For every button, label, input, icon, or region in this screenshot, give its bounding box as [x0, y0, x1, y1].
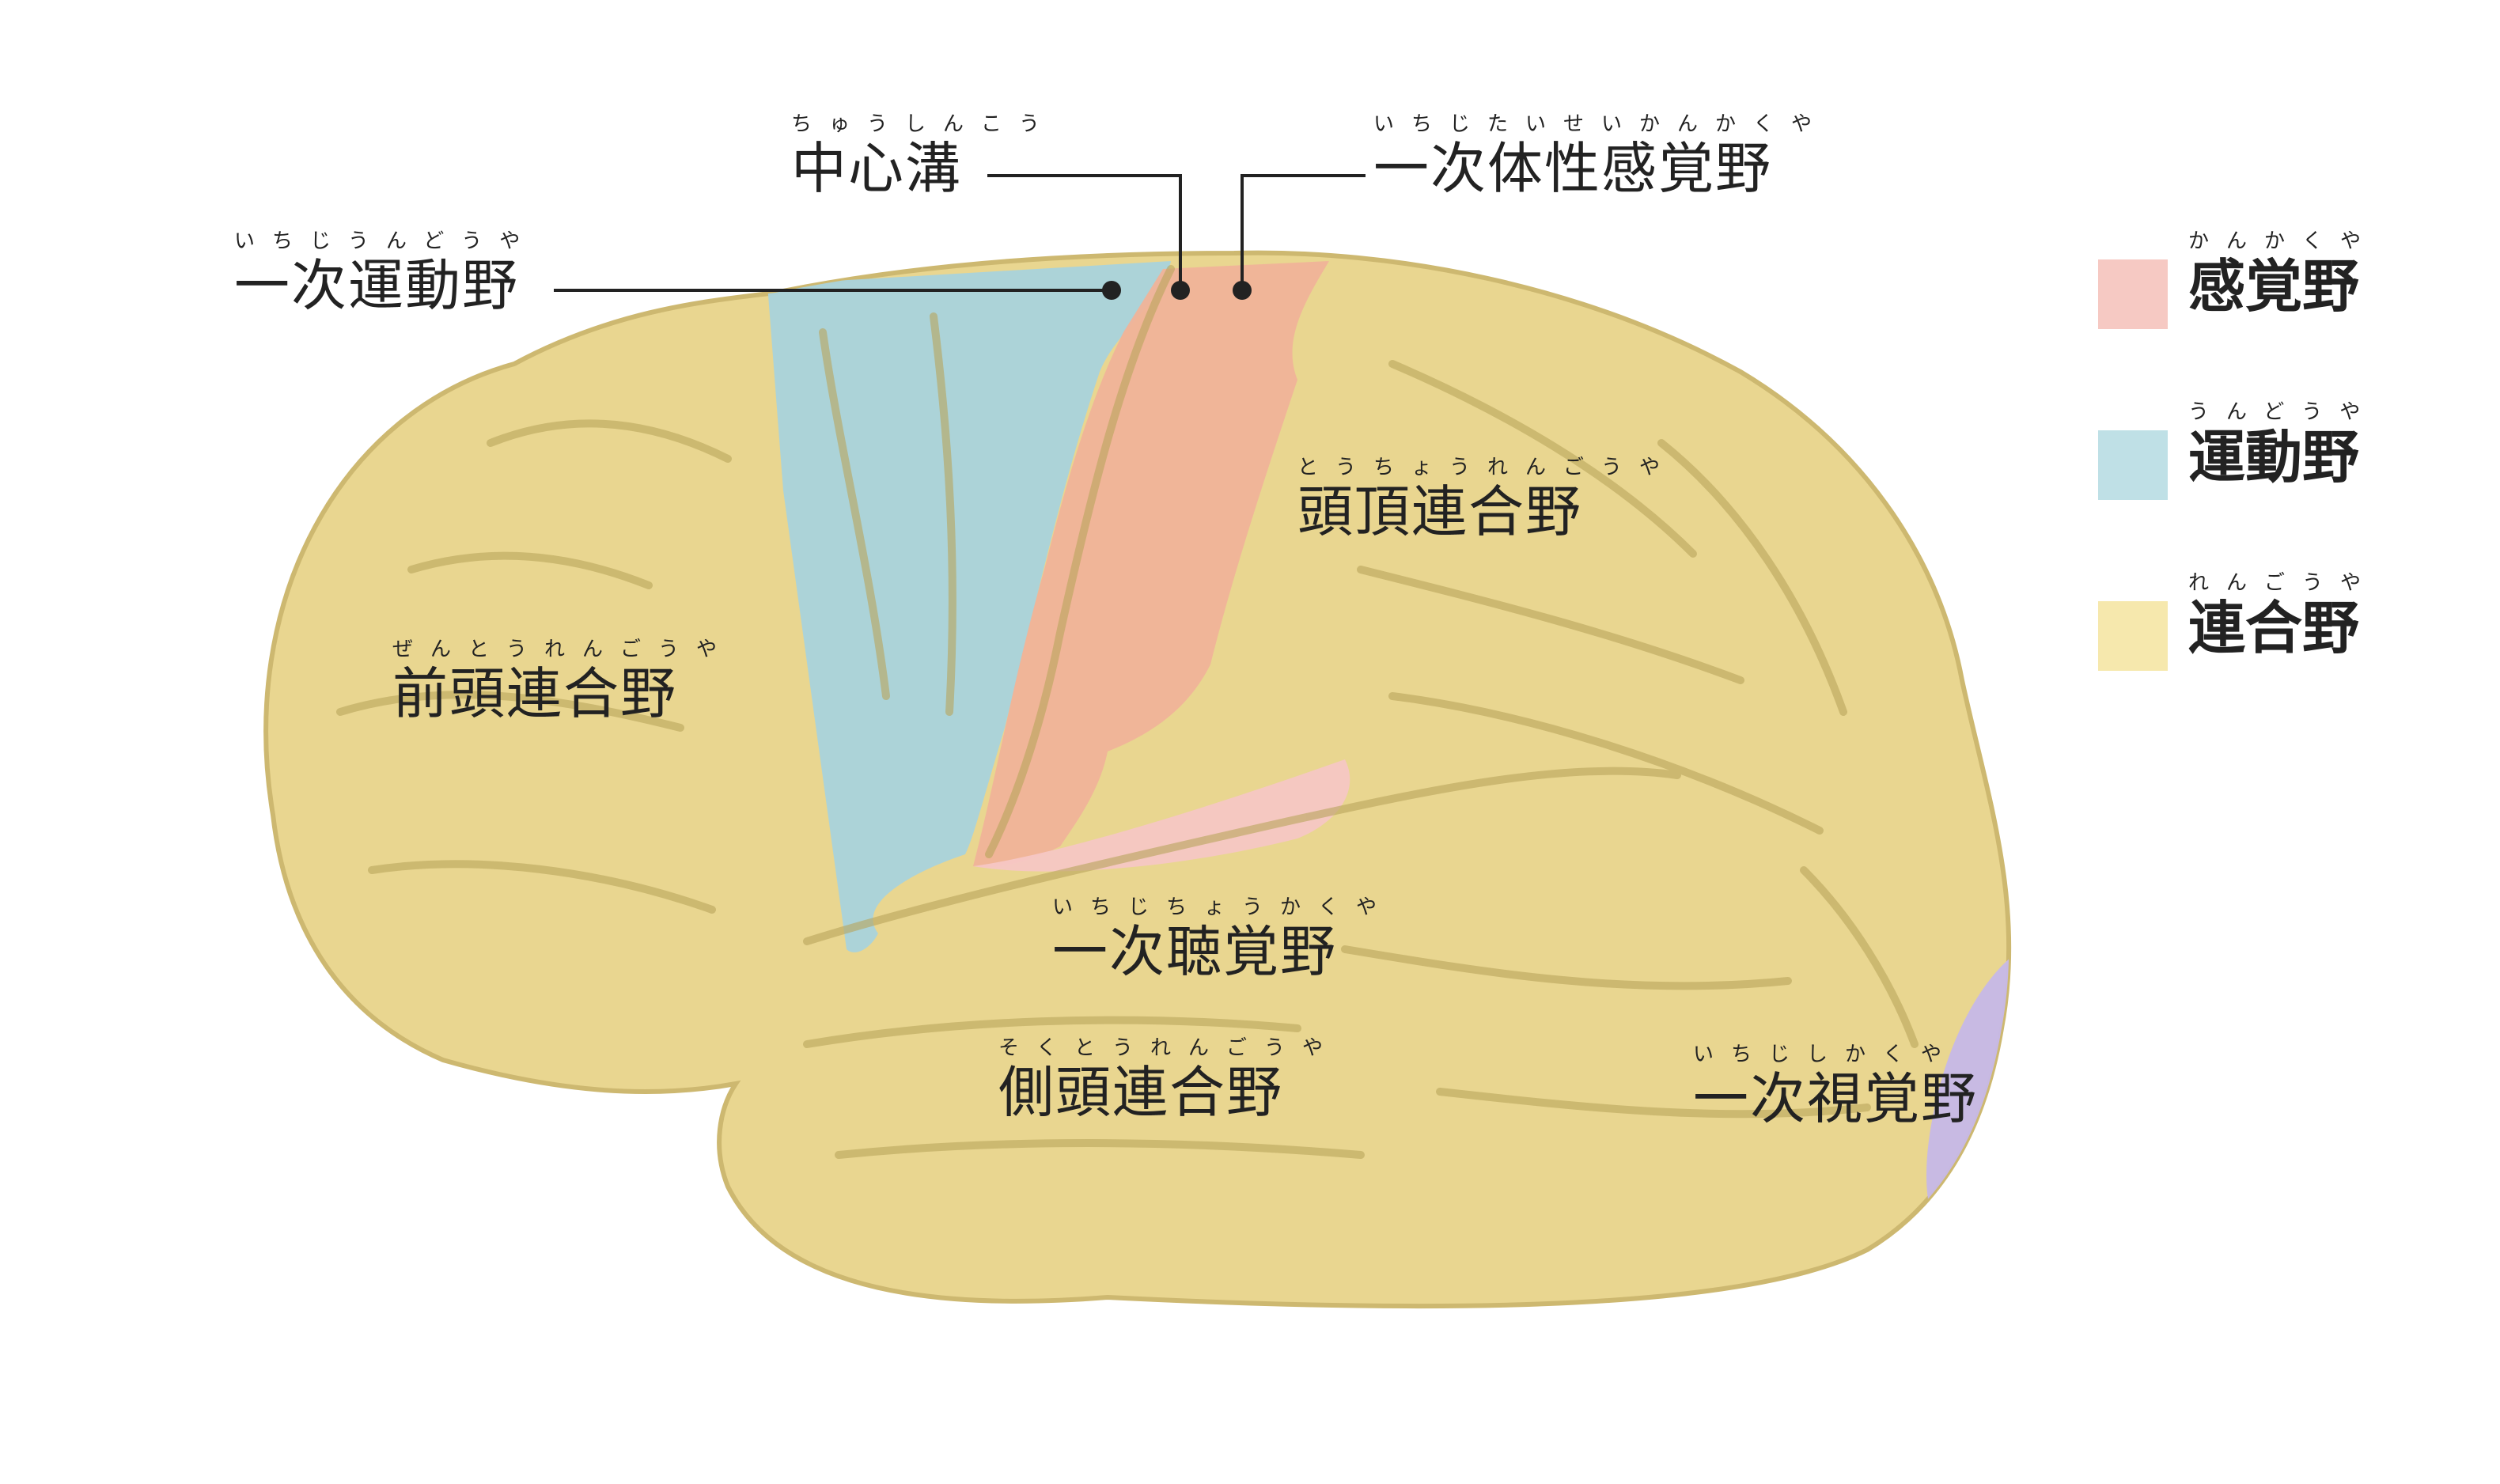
text-primary-visual: 一次視覚野: [1693, 1066, 1978, 1131]
legend-item-sensory: かんかくや 感覚野: [2188, 229, 2378, 320]
label-central-sulcus: ちゅうしんこう 中心溝: [791, 112, 1057, 201]
legend-ruby-sensory: かんかくや: [2188, 229, 2379, 253]
ruby-frontal-association: ぜんとうれんごうや: [392, 638, 735, 661]
legend-swatch-association: [2098, 601, 2168, 671]
label-temporal-association: そくとうれんごうや 側頭連合野: [998, 1036, 1340, 1125]
ruby-temporal-association: そくとうれんごうや: [998, 1036, 1341, 1060]
ruby-primary-somatosensory: いちじたいせいかんかくや: [1373, 112, 1830, 136]
text-central-sulcus: 中心溝: [791, 136, 962, 201]
legend-swatch-motor: [2098, 430, 2168, 500]
motor-area: [767, 261, 1171, 952]
legend-item-association: れんごうや 連合野: [2188, 571, 2378, 661]
dot-motor: [1102, 281, 1121, 300]
legend-text-association: 連合野: [2188, 595, 2360, 661]
leader-somatosensory: [1241, 174, 1366, 290]
ruby-primary-auditory: いちじちょうかくや: [1052, 895, 1395, 919]
dot-central-sulcus: [1171, 281, 1190, 300]
leader-lines: [554, 174, 1366, 292]
text-primary-auditory: 一次聴覚野: [1052, 919, 1337, 984]
ruby-primary-visual: いちじしかくや: [1693, 1043, 1960, 1066]
gyri-lines: [336, 265, 1919, 1159]
label-primary-motor: いちじうんどうや 一次運動野: [234, 229, 537, 318]
legend-ruby-motor: うんどうや: [2188, 400, 2378, 424]
legend-swatch-sensory: [2098, 259, 2168, 329]
legend-text-sensory: 感覚野: [2188, 253, 2360, 320]
text-parietal-association: 頭頂連合野: [1297, 479, 1582, 544]
text-primary-somatosensory: 一次体性感覚野: [1373, 136, 1772, 201]
text-primary-motor: 一次運動野: [234, 253, 519, 318]
leader-central-sulcus: [987, 174, 1182, 290]
ruby-primary-motor: いちじうんどうや: [234, 229, 538, 253]
somatosensory-area: [973, 261, 1329, 868]
label-primary-visual: いちじしかくや 一次視覚野: [1693, 1043, 1978, 1131]
ruby-parietal-association: とうちょうれんごうや: [1297, 456, 1678, 479]
text-frontal-association: 前頭連合野: [392, 661, 677, 726]
label-primary-auditory: いちじちょうかくや 一次聴覚野: [1052, 895, 1394, 984]
legend-item-motor: うんどうや 運動野: [2188, 400, 2377, 490]
label-parietal-association: とうちょうれんごうや 頭頂連合野: [1297, 456, 1677, 544]
ruby-central-sulcus: ちゅうしんこう: [791, 112, 1058, 136]
legend-text-motor: 運動野: [2188, 424, 2360, 490]
leader-dots: [1102, 281, 1252, 300]
text-temporal-association: 側頭連合野: [998, 1060, 1283, 1125]
label-frontal-association: ぜんとうれんごうや 前頭連合野: [392, 638, 734, 726]
dot-somatosensory: [1233, 281, 1252, 300]
auditory-area: [973, 759, 1350, 872]
brain-outline: [263, 250, 2012, 1309]
legend-ruby-association: れんごうや: [2188, 571, 2379, 595]
label-primary-somatosensory: いちじたいせいかんかくや 一次体性感覚野: [1373, 112, 1829, 201]
